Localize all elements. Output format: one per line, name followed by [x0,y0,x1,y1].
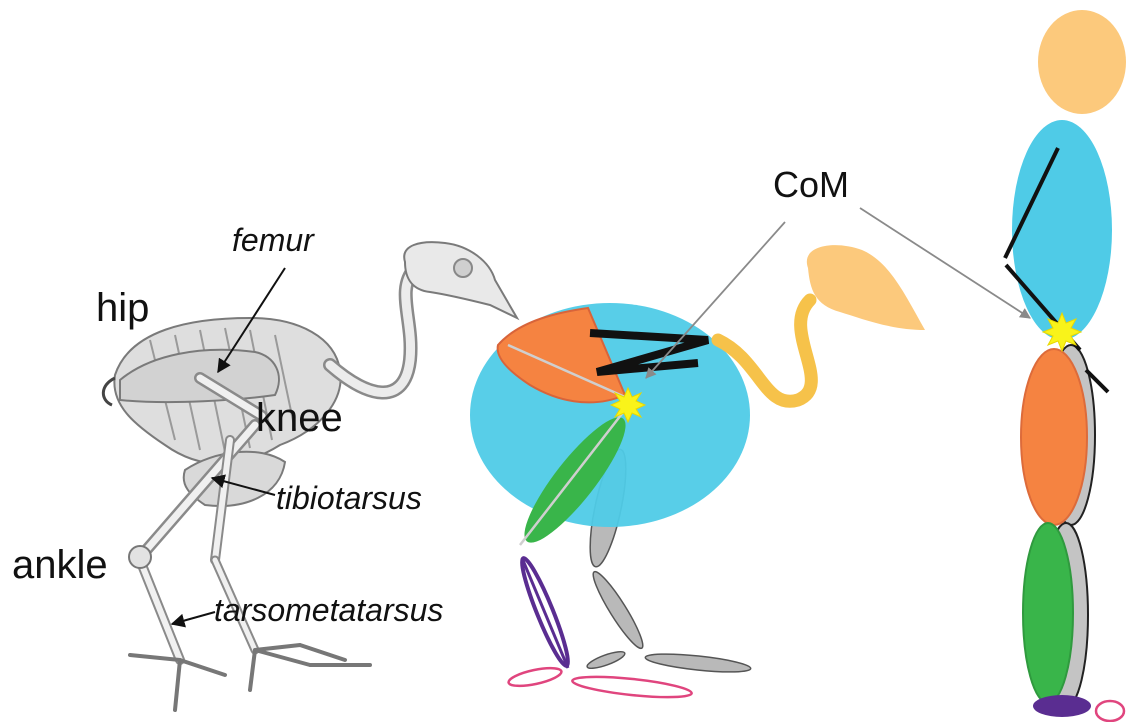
toe-segment [571,673,692,701]
tarsometatarsus-label: tarsometatarsus [214,594,443,626]
com-star-bird [611,388,645,422]
human-segment-model [1005,10,1126,721]
head-segment [807,245,925,330]
human-head-segment [1038,10,1126,114]
skeleton-toes [130,645,370,710]
hip-label: hip [96,288,149,328]
skeleton-skull [404,242,517,318]
chicken-skeleton [103,242,517,710]
bird-segment-model [470,245,925,701]
ankle-label: ankle [12,545,108,585]
femur-label: femur [232,224,314,256]
foot-segment [507,665,563,690]
knee-label: knee [256,398,343,438]
human-shank-segment [1023,523,1073,703]
tarsometatarsus-arrow [172,612,215,624]
far-foot-segment [645,650,752,675]
tibiotarsus-label: tibiotarsus [276,482,422,514]
human-far-foot-segment [1096,701,1124,721]
far-toe-segment [585,648,626,671]
skeleton-ankle-joint [129,546,151,568]
human-thigh-segment [1021,349,1087,525]
human-trunk-segment [1012,120,1112,340]
com-label: CoM [773,167,849,203]
human-foot-segment [1033,695,1091,717]
skeleton-tail [103,378,115,405]
far-tarsometatarsus-segment [587,568,648,653]
